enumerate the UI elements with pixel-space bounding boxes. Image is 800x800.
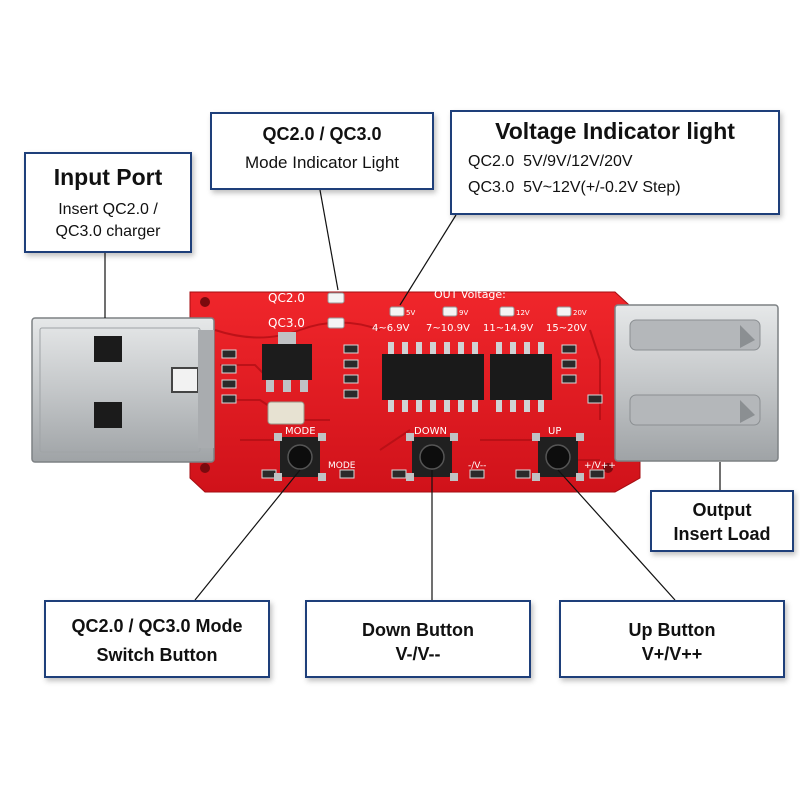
led-9v — [442, 306, 458, 317]
callout-down-button-line2: V-/V-- — [395, 644, 441, 664]
down-button-switch[interactable] — [406, 433, 458, 481]
leader-voltage-indicator — [399, 214, 457, 306]
led-qc2 — [327, 292, 345, 304]
callout-mode-button: QC2.0 / QC3.0 Mode Switch Button — [44, 600, 270, 678]
callout-down-button-line1: Down Button — [362, 620, 474, 640]
callout-up-button: Up Button V+/V++ — [559, 600, 785, 678]
usb-a-plug — [31, 317, 215, 463]
led-qc3 — [327, 317, 345, 329]
led-5v — [389, 306, 405, 317]
callout-mode-indicator: QC2.0 / QC3.0 Mode Indicator Light — [210, 112, 434, 190]
silk-led-12v: 12V — [516, 309, 530, 317]
smd-resistors — [221, 344, 605, 479]
silk-mode-top: MODE — [285, 426, 316, 437]
secondary-ic — [490, 342, 552, 412]
callout-output-line2: Insert Load — [673, 524, 771, 544]
up-button-switch[interactable] — [532, 433, 584, 481]
callout-voltage-indicator-title: Voltage Indicator light — [495, 118, 735, 144]
callout-mode-indicator-subtitle: Mode Indicator Light — [244, 153, 400, 172]
main-ic — [382, 342, 484, 412]
callout-input-port-line1: Insert QC2.0 / — [58, 201, 158, 218]
led-12v — [499, 306, 515, 317]
callout-down-button: Down Button V-/V-- — [305, 600, 531, 678]
callout-mode-button-line1: QC2.0 / QC3.0 Mode — [71, 616, 243, 636]
silk-led-5v: 5V — [406, 309, 415, 317]
usb-a-socket — [614, 304, 779, 462]
silk-led-20v: 20V — [573, 309, 587, 317]
silk-down-top: DOWN — [414, 426, 447, 437]
silk-qc3-label: QC3.0 — [268, 316, 305, 330]
callout-output: Output Insert Load — [650, 490, 794, 552]
mode-button-switch[interactable] — [274, 433, 326, 481]
callout-output-line1: Output — [692, 500, 752, 520]
leader-up-button — [557, 469, 676, 601]
silk-mode-side: MODE — [328, 461, 356, 471]
silk-range-1: 4~6.9V — [372, 323, 410, 334]
silk-down-side: -/V-- — [468, 461, 486, 471]
callout-voltage-indicator-line1: QC2.0 5V/9V/12V/20V — [468, 153, 633, 170]
leader-mode-indicator — [319, 189, 339, 291]
silk-range-3: 11~14.9V — [483, 323, 533, 334]
callout-input-port-title: Input Port — [53, 164, 163, 190]
silk-qc2-label: QC2.0 — [268, 291, 305, 305]
callout-voltage-indicator: Voltage Indicator light QC2.0 5V/9V/12V/… — [450, 110, 780, 215]
silk-up-side: +/V++ — [584, 461, 616, 471]
callout-voltage-indicator-line2: QC3.0 5V~12V(+/-0.2V Step) — [468, 179, 681, 196]
silk-out-voltage: OUT Voltage: — [434, 288, 506, 301]
silk-up-top: UP — [548, 426, 561, 437]
callout-mode-indicator-title: QC2.0 / QC3.0 — [262, 124, 382, 144]
callout-up-button-line1: Up Button — [628, 620, 716, 640]
callout-mode-button-line2: Switch Button — [96, 645, 218, 665]
callout-input-port-line2: QC3.0 charger — [55, 223, 161, 240]
leader-mode-button — [194, 469, 301, 601]
callout-up-button-line2: V+/V++ — [641, 644, 703, 664]
silk-range-4: 15~20V — [546, 323, 587, 334]
regulator-chip — [262, 332, 312, 392]
silk-led-9v: 9V — [459, 309, 468, 317]
silk-range-2: 7~10.9V — [426, 323, 470, 334]
capacitor — [267, 401, 305, 425]
led-20v — [556, 306, 572, 317]
callout-input-port: Input Port Insert QC2.0 / QC3.0 charger — [24, 152, 192, 253]
